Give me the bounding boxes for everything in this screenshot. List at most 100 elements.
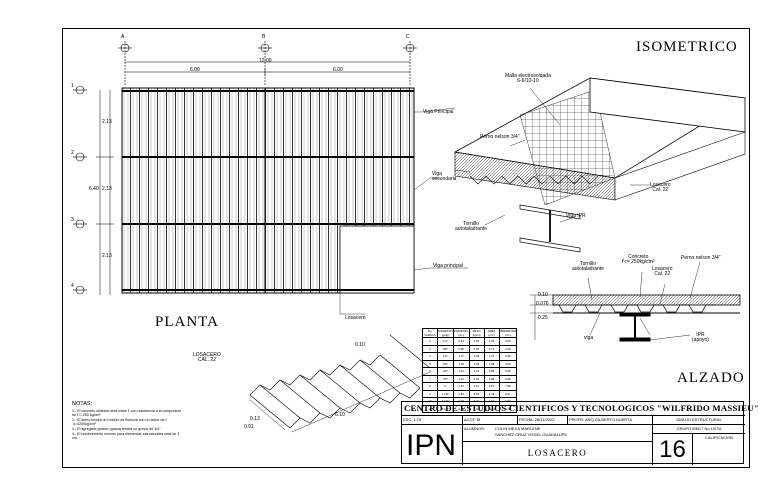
elev-label-nelson: Perno nelson 3/4" [681,255,721,261]
elevation-title: ALZADO [677,370,745,386]
students-cell: ALUMNOS: COLIN MEJIA MARLENE SANCHEZ CRU… [462,424,652,441]
student-name: SANCHEZ CRUZ YISSEL GUADALUPE [495,432,568,437]
elev-dim-1: 0.10 [538,292,548,298]
dim-top-right: 6.00 [333,67,343,73]
table-cell: 1/2" [437,352,454,361]
iso-label-deck: Losacero Cal. 22 [650,182,671,193]
table-header: No. VARILLA [422,328,438,338]
table-cell: 8 [422,382,438,391]
table-cell: 0.64 [452,337,470,346]
table-cell: 3.99 [498,352,518,361]
table-cell: 1 1/8" [437,389,454,398]
axis-label-1: 1 [71,83,74,89]
student-name: COLIN MEJIA MARLENE [495,426,541,431]
table-cell: 2.86 [452,389,470,398]
isometric-view [453,77,747,253]
units-cell: ACOT: M [462,415,517,424]
table-cell: 2.00 [498,337,518,346]
elev-label-ipr: IPR (apoyo) [692,332,709,343]
table-cell: 5.07 [483,382,500,391]
group-text: GRUPO 5IM17 No.LISTA [676,426,722,431]
note-item: 1.- El concreto utilizado será clase 1 c… [72,408,182,418]
elev-label-deck: Losacero Cal. 22 [652,266,673,277]
table-cell: 7.98 [498,382,518,391]
grade-label: CALIFICACION [704,435,733,440]
table-header: PERIMETRO (cm) [498,328,518,338]
note-item: 3.- El agregado grueso (grava) tendrá un… [72,426,161,431]
iso-label-nelson: Perno nelson 3/4" [480,134,520,140]
note-item: 4.- El recubrimiento mínimo para element… [72,431,180,441]
axis-label-2: 2 [71,150,74,156]
table-cell: 0.95 [452,344,470,353]
table-cell: 1.27 [452,352,470,361]
title-block: CENTRO DE ESTUDIOS CIENTIFICOS Y TECNOLO… [401,401,759,465]
teacher-text: PROFR: ARQ.GILBERTO HUERTA [569,417,633,422]
teacher-cell: PROFR: ARQ.GILBERTO HUERTA [567,415,652,424]
elev-label-screw: Tornillo autotaladrante [572,261,604,272]
dim-top-left: 6.00 [190,67,200,73]
table-cell: 1" [437,382,454,391]
elevation-view [530,261,741,342]
dim-left-total: 6.40 [89,186,99,192]
table-cell: 0.25 [468,337,485,346]
table-cell: 3.88 [483,374,500,383]
table-cell: 3.97 [468,382,485,391]
students-label: ALUMNOS: [464,426,485,431]
elev-label-nelson-fraction: 3/4" [711,255,721,261]
elev-label-concrete: Concreto f'c= 250kg/cm² [622,254,655,265]
table-cell: 2.99 [498,344,518,353]
deck-detail-3d [249,334,431,433]
sheet-title: LOSACERO [462,441,652,465]
group-cell: GRUPO 5IM17 No.LISTA [652,424,745,433]
axis-label-3: 3 [71,217,74,223]
axis-label-b: B [262,34,266,40]
drawing-sheet-border [62,28,750,468]
label-main-beam-top: Viga Principal [423,109,454,115]
subject-text: DIBUJO ESTRUCTURAL [676,417,722,422]
table-cell: 2.54 [452,382,470,391]
table-cell: 7 [422,374,438,383]
table-cell: 1.59 [452,359,470,368]
elev-dim-2: 0.076 [536,301,549,307]
table-cell: 5 [422,359,438,368]
table-cell: 6.98 [498,374,518,383]
axis-label-4: 4 [71,283,74,289]
table-cell: 1.55 [468,359,485,368]
table-cell: 3 [422,344,438,353]
axis-label-c: C [406,34,410,40]
dim-top-total: 12.00 [259,58,272,64]
table-cell: 6 [422,367,438,376]
isometric-title: ISOMETRICO [636,39,738,55]
table-cell: 11.97 [498,404,518,413]
iso-label-mesh: Malla electrosoldada 6-6/10-10 [505,73,551,84]
subject-cell: DIBUJO ESTRUCTURAL [652,415,745,424]
table-cell: 2.22 [452,374,470,383]
table-cell: 5.98 [498,367,518,376]
table-cell: 2 [422,337,438,346]
table-cell: 0.99 [468,352,485,361]
table-cell: 4.99 [498,359,518,368]
table-cell: 0.71 [483,344,500,353]
table-cell: 8.97 [498,389,518,398]
table-cell: 11.40 [483,404,500,413]
note-item: 2.- El acero tendrá un módulo de fluenci… [72,417,167,427]
elev-dim-3: 0.25 [538,315,548,321]
table-cell: 6.41 [483,389,500,398]
table-cell: 4 [422,352,438,361]
scale-text: ESC: 1:75 [403,417,422,422]
deck-dim-1: 0.10 [355,342,365,348]
table-cell: 0.56 [468,344,485,353]
table-cell: 2.24 [468,367,485,376]
deck-detail-title: LOSACERO CAL. 22 [193,352,221,363]
grade-cell: CALIFICACION [692,433,745,465]
table-header: DIAMETRO (pulg) [437,328,454,338]
table-cell: 0.32 [483,337,500,346]
units-text: ACOT: M [464,417,481,422]
ipn-logo: IPN [402,424,462,465]
